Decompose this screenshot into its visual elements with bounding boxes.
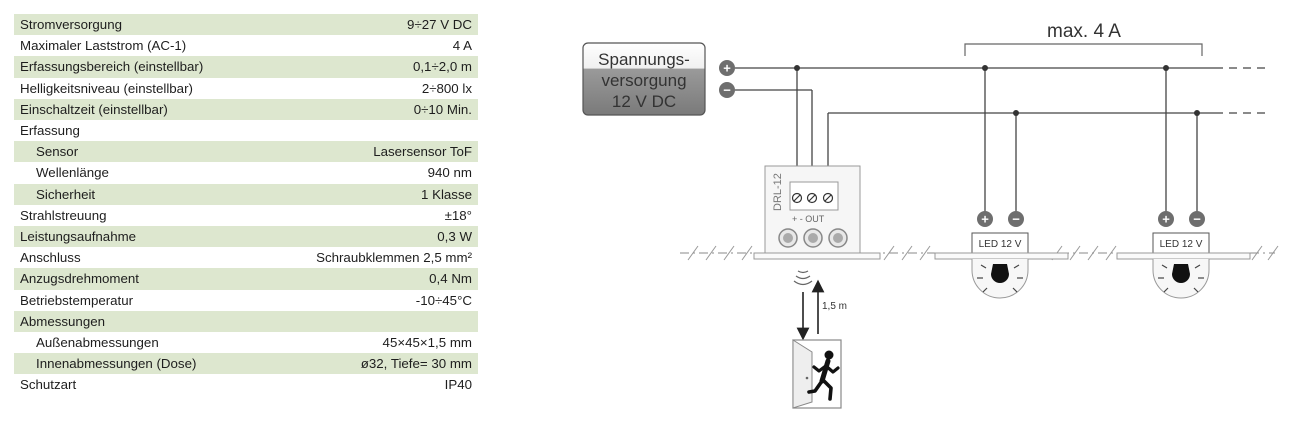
- spec-value: 940 nm: [304, 162, 478, 184]
- spec-label: Schutzart: [14, 374, 305, 396]
- spec-label: Einschaltzeit (einstellbar): [14, 98, 305, 121]
- spec-value: 45×45×1,5 mm: [304, 332, 478, 354]
- exit-door-icon: [792, 339, 842, 409]
- svg-text:−: −: [723, 83, 731, 98]
- spec-label: Sicherheit: [14, 183, 305, 205]
- spec-row: Innenabmessungen (Dose)ø32, Tiefe= 30 mm: [14, 353, 478, 375]
- spec-value: 1 Klasse: [304, 183, 478, 205]
- spec-value: Lasersensor ToF: [304, 141, 478, 163]
- spec-value: 0,4 Nm: [304, 268, 478, 290]
- sensor-wave-icon: [793, 270, 813, 286]
- svg-text:+: +: [723, 61, 731, 76]
- spec-label: Außenabmessungen: [14, 332, 305, 354]
- led2-label: LED 12 V: [1160, 239, 1203, 250]
- device-screw-terminals: [791, 192, 834, 204]
- spec-row: Erfassungsbereich (einstellbar)0,1÷2,0 m: [14, 56, 478, 78]
- spec-label: Stromversorgung: [14, 14, 305, 36]
- spec-label: Strahlstreuung: [14, 204, 305, 227]
- spec-row: Abmessungen: [14, 310, 478, 333]
- led1-minus-terminal: −: [1008, 211, 1024, 227]
- led2-plus-terminal: +: [1158, 211, 1174, 227]
- spec-label: Betriebstemperatur: [14, 289, 305, 311]
- spec-value: 9÷27 V DC: [304, 14, 478, 36]
- psu-plus-terminal: +: [719, 60, 735, 76]
- spec-label: Erfassung: [14, 120, 305, 142]
- spec-value: 0,3 W: [304, 226, 478, 248]
- spec-label: Anzugsdrehmoment: [14, 268, 305, 290]
- psu-label-line3: 12 V DC: [612, 92, 676, 111]
- spec-label: Sensor: [14, 141, 305, 163]
- spec-value: -10÷45°C: [304, 289, 478, 311]
- led-lamp-1: + − LED 12 V: [934, 211, 1069, 299]
- led-lamp-2: + − LED 12 V: [1116, 211, 1251, 299]
- spec-label: Abmessungen: [14, 310, 305, 333]
- power-supply-box: Spannungs- versorgung 12 V DC: [582, 42, 706, 116]
- spec-label: Erfassungsbereich (einstellbar): [14, 56, 305, 78]
- device-terminal-labels: + - OUT: [792, 214, 825, 224]
- spec-label: Anschluss: [14, 247, 305, 269]
- svg-text:−: −: [1193, 212, 1201, 227]
- spec-row: Einschaltzeit (einstellbar)0÷10 Min.: [14, 98, 478, 121]
- spec-value: 0,1÷2,0 m: [304, 56, 478, 78]
- device-knobs: [778, 228, 848, 248]
- spec-row: Strahlstreuung±18°: [14, 204, 478, 227]
- spec-label: Helligkeitsniveau (einstellbar): [14, 77, 305, 99]
- spec-value: ø32, Tiefe= 30 mm: [304, 353, 478, 375]
- running-person-icon: [807, 350, 840, 401]
- spec-row: Erfassung: [14, 120, 478, 142]
- spec-value: 2÷800 lx: [304, 77, 478, 99]
- spec-row: Helligkeitsniveau (einstellbar)2÷800 lx: [14, 77, 478, 99]
- spec-row: Maximaler Laststrom (AC-1)4 A: [14, 35, 478, 57]
- led1-label: LED 12 V: [979, 239, 1022, 250]
- spec-value: IP40: [304, 374, 478, 396]
- svg-text:+: +: [981, 212, 989, 227]
- drl12-device: DRL-12 + - OUT: [753, 165, 881, 260]
- spec-label: Wellenlänge: [14, 162, 305, 184]
- spec-value: 4 A: [304, 35, 478, 57]
- spec-value: Schraubklemmen 2,5 mm²: [304, 247, 478, 269]
- svg-text:+: +: [1162, 212, 1170, 227]
- spec-label: Innenabmessungen (Dose): [14, 353, 305, 375]
- max-current-label: max. 4 A: [1047, 21, 1121, 42]
- spec-label: Maximaler Laststrom (AC-1): [14, 35, 305, 57]
- spec-label: Leistungsaufnahme: [14, 226, 305, 248]
- led1-plus-terminal: +: [977, 211, 993, 227]
- psu-minus-terminal: −: [719, 82, 735, 98]
- distance-label: 1,5 m: [822, 301, 847, 312]
- psu-label-line1: Spannungs-: [598, 50, 690, 69]
- led2-minus-terminal: −: [1189, 211, 1205, 227]
- svg-text:−: −: [1012, 212, 1020, 227]
- max-current-bracket: max. 4 A: [964, 21, 1203, 56]
- psu-label-line2: versorgung: [601, 71, 686, 90]
- junction-dots: [794, 65, 1200, 116]
- device-name-label: DRL-12: [772, 173, 784, 211]
- spec-row: Betriebstemperatur-10÷45°C: [14, 289, 478, 311]
- spec-value: 0÷10 Min.: [304, 98, 478, 121]
- spec-value: [304, 310, 478, 333]
- spec-value: ±18°: [304, 204, 478, 227]
- spec-value: [304, 120, 478, 142]
